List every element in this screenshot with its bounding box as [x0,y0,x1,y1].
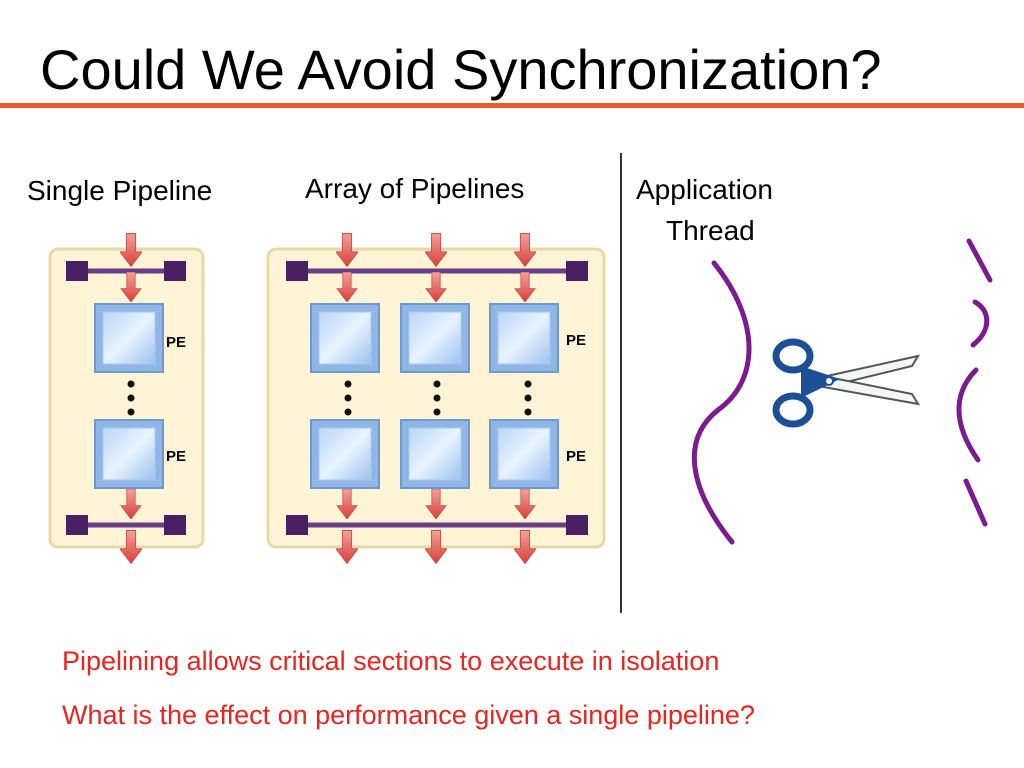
thread-label: Thread [666,215,755,246]
cut-segment-1 [966,238,993,283]
array-col1-pe-top [310,303,380,373]
array-col2-pe-top [400,303,470,373]
array-col2-ellipsis [433,380,441,416]
array-pe-label-bottom: PE [566,448,586,465]
cut-segment-2 [970,299,990,348]
application-thread-line [691,260,752,545]
single-pe-label-bottom: PE [166,448,186,465]
array-top-bus [286,261,588,281]
array-bottom-bus [286,515,588,535]
cut-segment-4 [963,478,988,527]
array-col3-pe-bottom [489,419,559,489]
single-pipeline-label: Single Pipeline [27,175,213,206]
slide-title: Could We Avoid Synchronization? [40,38,882,101]
single-bottom-bus [66,515,186,535]
single-pe-box-bottom [94,419,164,489]
note-pipelining-isolation: Pipelining allows critical sections to e… [62,646,720,676]
array-pe-label-top: PE [566,332,586,349]
scissors-icon [772,338,921,428]
section-divider [620,153,622,613]
cut-thread-segments [956,238,993,527]
array-col1-pe-bottom [310,419,380,489]
cut-segment-3 [956,367,981,463]
array-of-pipelines-label: Array of Pipelines [305,173,525,204]
single-pe-label-top: PE [166,334,186,351]
single-top-bus [66,261,186,281]
single-pe-box-top [94,303,164,373]
application-label: Application [636,174,773,205]
note-performance-question: What is the effect on performance given … [62,700,755,730]
array-col3-ellipsis [524,380,532,416]
array-col1-ellipsis [344,380,352,416]
single-ellipsis [127,380,135,416]
title-underline [0,103,1024,108]
array-col3-pe-top [489,303,559,373]
array-col2-pe-bottom [400,419,470,489]
